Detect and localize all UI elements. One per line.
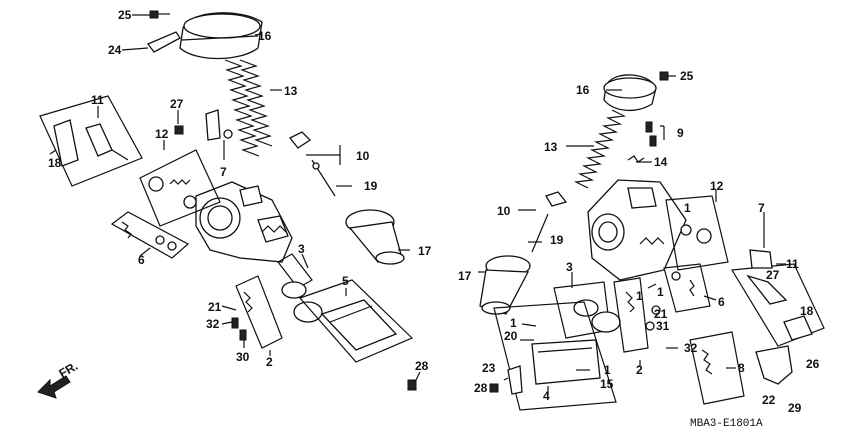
carburetor-body-right: [587, 179, 687, 281]
label-5-left: 5: [342, 274, 349, 288]
label-3-right: 3: [566, 260, 573, 274]
label-14-right: 14: [654, 155, 668, 169]
bracket-24-left: [146, 31, 181, 53]
label-7-left: 7: [220, 165, 227, 179]
box-11-left: [39, 95, 143, 187]
label-8-right: 8: [738, 361, 745, 375]
label-23-right: 23: [482, 361, 496, 375]
label-7-right: 7: [758, 201, 765, 215]
box-2-left: [231, 275, 283, 349]
label-27-left: 27: [170, 97, 184, 111]
label-25-right: 25: [680, 69, 694, 83]
float-chamber-box-4-right: [493, 301, 617, 411]
float-chamber-box-5-left: [298, 279, 414, 363]
label-19-right: 19: [550, 233, 564, 247]
box-6-left: [110, 211, 190, 259]
vacuum-piston-right: [479, 255, 531, 315]
label-26-right: 26: [806, 357, 820, 371]
label-11-left: 11: [91, 93, 104, 107]
box-12-left: [139, 149, 221, 227]
top-cover-left: [179, 12, 263, 60]
spring-13-right: [573, 109, 627, 189]
label-4-right: 4: [543, 389, 550, 403]
diagram-code: MBA3-E1801A: [690, 418, 763, 430]
label-28-right: 28: [474, 381, 488, 395]
label-10-right: 10: [497, 204, 511, 218]
label-13-right: 13: [544, 140, 558, 154]
leader-lines-right: [478, 75, 786, 396]
label-3-left: 3: [298, 242, 305, 256]
box-12-right: [665, 195, 729, 271]
label-1d-right: 1: [510, 316, 517, 330]
label-1c-right: 1: [636, 289, 643, 303]
label-31-right: 31: [656, 319, 670, 333]
screw-27-left: [174, 125, 184, 135]
label-21-left: 21: [208, 300, 222, 314]
label-18-left: 18: [48, 156, 62, 170]
front-indicator: FR.: [57, 359, 81, 381]
label-13-left: 13: [284, 84, 298, 98]
label-6-left: 6: [138, 253, 145, 267]
label-15-right: 15: [600, 377, 614, 391]
spring-14-right: [627, 155, 645, 163]
label-1e-right: 1: [604, 363, 611, 377]
label-12-right: 12: [710, 179, 724, 193]
box-6-right: [663, 263, 711, 313]
needle-holder-left: [288, 131, 336, 197]
screw-9-right: [645, 121, 657, 147]
box-11-right: [730, 263, 825, 347]
label-29-right: 29: [788, 401, 802, 415]
fitting-7-left: [205, 109, 233, 141]
needle-holder-right: [531, 191, 568, 253]
label-1a-right: 1: [684, 201, 691, 215]
label-32-right: 32: [684, 341, 698, 355]
label-9-right: 9: [677, 126, 684, 140]
box-2-right: [613, 277, 661, 353]
label-22-right: 22: [762, 393, 776, 407]
label-17-right: 17: [458, 269, 472, 283]
screw-25-left: [149, 10, 170, 19]
label-16-right: 16: [576, 83, 590, 97]
screw-28-right: [489, 383, 499, 393]
label-20-right: 20: [504, 329, 518, 343]
box-8-right: [689, 331, 745, 405]
screw-28-left: [407, 379, 417, 391]
bracket-22-right: [755, 345, 793, 385]
label-12-left: 12: [155, 127, 169, 141]
label-27-right: 27: [766, 268, 780, 282]
front-arrow-icon: [37, 375, 71, 399]
label-2-right: 2: [636, 363, 643, 377]
label-28-left: 28: [415, 359, 429, 373]
fitting-7-right: [749, 249, 773, 269]
label-21-right: 21: [654, 307, 668, 321]
box-3-left: [277, 253, 323, 323]
label-24-left: 24: [108, 43, 122, 57]
leader-lines-left: [49, 14, 421, 381]
label-11-right: 11: [786, 257, 799, 271]
screw-25-right: [659, 71, 669, 81]
top-cover-right: [603, 74, 657, 111]
carburetor-body-left: [195, 181, 293, 263]
label-25-left: 25: [118, 8, 132, 22]
label-1b-right: 1: [657, 285, 664, 299]
label-6-right: 6: [718, 295, 725, 309]
hook-23-right: [507, 365, 523, 395]
vacuum-piston-left: [345, 209, 405, 265]
spring-13-left: [224, 59, 273, 157]
label-2-left: 2: [266, 355, 273, 369]
label-19-left: 19: [364, 179, 378, 193]
label-32-left: 32: [206, 317, 220, 331]
label-10-left: 10: [356, 149, 370, 163]
label-18-right: 18: [800, 304, 814, 318]
label-30-left: 30: [236, 350, 250, 364]
label-17-left: 17: [418, 244, 432, 258]
label-16-left: 16: [258, 29, 272, 43]
